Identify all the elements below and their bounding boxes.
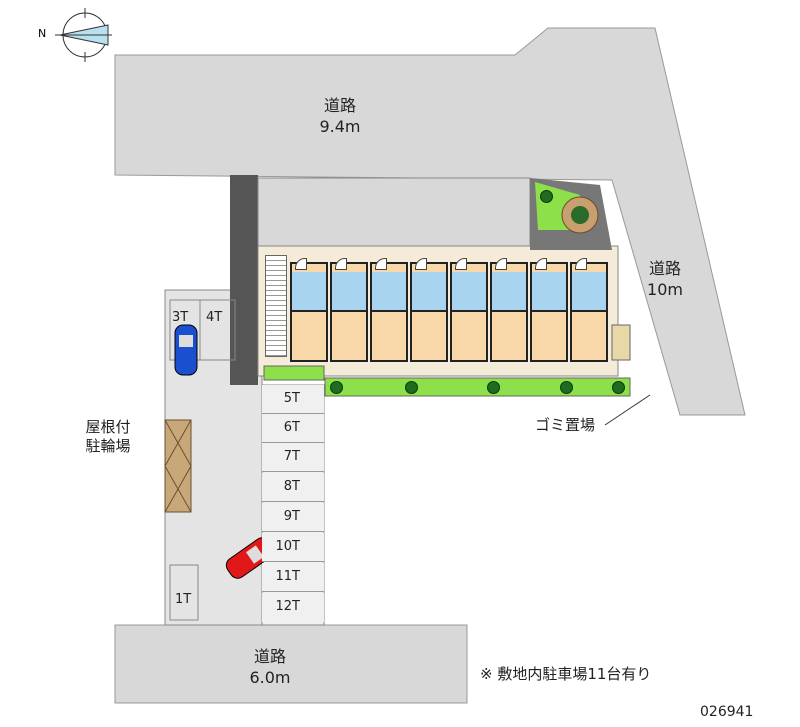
stall-4t bbox=[199, 299, 236, 361]
parking-space-1t: 1T bbox=[175, 592, 192, 607]
parking-space-3t: 3T bbox=[172, 310, 189, 325]
north-road bbox=[114, 27, 746, 416]
green-strip-west bbox=[263, 365, 325, 381]
parking-space-5t: 5T bbox=[262, 385, 324, 414]
tree-icon bbox=[612, 381, 625, 394]
apartment-unit bbox=[410, 258, 448, 362]
apartment-unit bbox=[570, 258, 608, 362]
tree-icon bbox=[540, 190, 553, 203]
south-road bbox=[114, 624, 468, 704]
garbage-area-label: ゴミ置場 bbox=[535, 416, 596, 434]
parking-note: ※ 敷地内駐車場11台有り bbox=[480, 665, 652, 683]
apartment-unit bbox=[450, 258, 488, 362]
stall-1t bbox=[169, 564, 199, 621]
bike-shelter bbox=[164, 419, 192, 513]
parking-space-7t: 7T bbox=[262, 443, 324, 472]
north-yard bbox=[257, 177, 531, 247]
car-blue-icon bbox=[174, 324, 198, 376]
garbage-leader-line bbox=[604, 394, 651, 426]
apartment-unit bbox=[290, 258, 328, 362]
apartment-unit bbox=[530, 258, 568, 362]
tree-icon bbox=[405, 381, 418, 394]
parking-space-4t: 4T bbox=[206, 310, 223, 325]
tree-icon bbox=[487, 381, 500, 394]
apartment-unit bbox=[330, 258, 368, 362]
staircase bbox=[265, 255, 287, 357]
bike-parking-label: 屋根付駐輪場 bbox=[85, 418, 131, 455]
tree-icon bbox=[560, 381, 573, 394]
parking-space-6t: 6T bbox=[262, 414, 324, 443]
parking-space-11t: 11T bbox=[262, 563, 324, 592]
tree-icon bbox=[330, 381, 343, 394]
parking-space-12t: 12T bbox=[262, 593, 324, 622]
garbage-area-box bbox=[611, 324, 631, 361]
parking-space-10t: 10T bbox=[262, 533, 324, 562]
compass-icon bbox=[55, 8, 112, 62]
property-code: 026941 bbox=[700, 704, 754, 720]
parking-space-8t: 8T bbox=[262, 473, 324, 502]
apartment-unit bbox=[370, 258, 408, 362]
compass-north-label: N bbox=[38, 27, 47, 40]
parking-space-9t: 9T bbox=[262, 503, 324, 532]
apartment-unit bbox=[490, 258, 528, 362]
green-strip bbox=[324, 377, 631, 397]
garden-tree bbox=[571, 206, 589, 224]
tile-walkway bbox=[230, 175, 258, 385]
